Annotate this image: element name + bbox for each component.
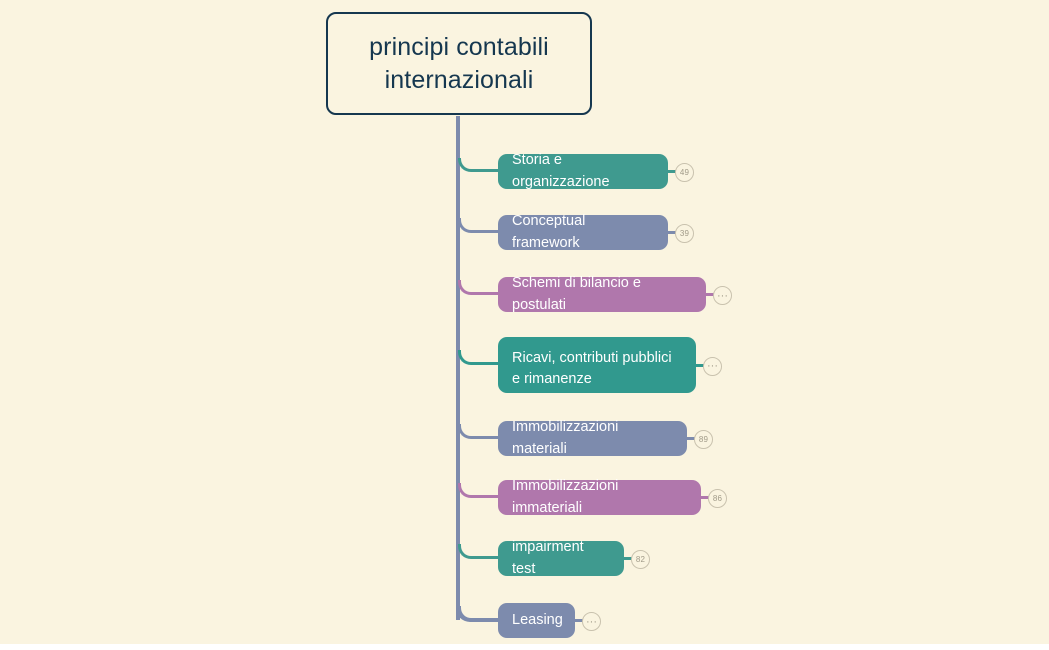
mindmap-node-label: Immobilizzazioni immateriali: [512, 478, 619, 516]
mindmap-node-label: Storia e organizzazione: [512, 152, 610, 190]
badge-stub: [574, 619, 583, 622]
trunk-line: [456, 116, 460, 620]
mindmap-node[interactable]: Immobilizzazioni materiali: [498, 419, 687, 457]
mindmap-node[interactable]: Storia e organizzazione: [498, 152, 668, 190]
branch-connector: [458, 350, 500, 365]
branch-connector: [458, 280, 500, 295]
badge-stub: [695, 363, 704, 367]
node-badge[interactable]: 49: [675, 163, 694, 182]
badge-stub: [623, 557, 632, 560]
mindmap-node[interactable]: Immobilizzazioni immateriali: [498, 478, 701, 516]
node-badge[interactable]: 89: [694, 430, 713, 449]
root-node[interactable]: principi contabili internazionali: [326, 12, 592, 115]
mindmap-node-label: impairment test: [512, 539, 584, 577]
branch-connector: [458, 606, 500, 621]
node-badge[interactable]: 86: [708, 489, 727, 508]
bottom-strip: [0, 644, 1049, 650]
node-badge[interactable]: ···: [713, 286, 732, 305]
mindmap-node-label: Schemi di bilancio e postulati: [512, 275, 641, 313]
node-badge[interactable]: ···: [703, 356, 722, 376]
mindmap-node[interactable]: Schemi di bilancio e postulati: [498, 275, 706, 313]
mindmap-node-label: Ricavi, contributi pubblici e rimanenze: [512, 350, 672, 388]
badge-stub: [686, 437, 695, 440]
badge-stub: [700, 496, 709, 499]
badge-stub: [667, 231, 676, 234]
mindmap-node-label: Immobilizzazioni materiali: [512, 419, 619, 457]
badge-stub: [667, 170, 676, 173]
root-node-label: principi contabili internazionali: [369, 32, 549, 94]
mindmap-node[interactable]: Ricavi, contributi pubblici e rimanenze: [498, 337, 696, 393]
node-badge[interactable]: ···: [582, 612, 601, 631]
badge-stub: [705, 293, 714, 296]
node-badge[interactable]: 82: [631, 550, 650, 569]
branch-connector: [458, 424, 500, 439]
branch-connector: [458, 544, 500, 559]
mindmap-node[interactable]: impairment test: [498, 539, 624, 577]
mindmap-node[interactable]: Leasing: [498, 603, 575, 638]
branch-connector: [458, 218, 500, 233]
node-badge[interactable]: 39: [675, 224, 694, 243]
mindmap-node-label: Leasing: [512, 611, 563, 628]
branch-connector: [458, 158, 500, 172]
mindmap-node[interactable]: Conceptual framework: [498, 213, 668, 251]
branch-connector: [458, 483, 500, 498]
mindmap-node-label: Conceptual framework: [512, 213, 586, 251]
